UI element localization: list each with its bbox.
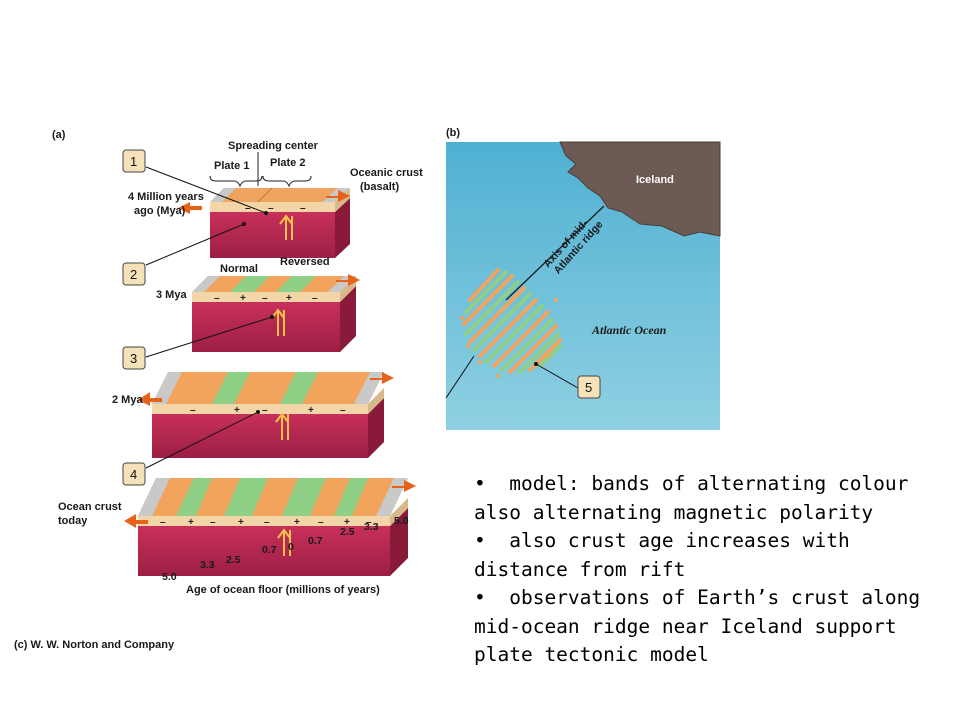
step-badge-5: 5 bbox=[534, 362, 601, 399]
svg-text:–: – bbox=[264, 517, 270, 528]
age-top-5.0: 5.0 bbox=[394, 515, 409, 527]
time-1-sub-label: ago (Mya) bbox=[134, 205, 186, 217]
panel-b: (b) Iceland Axis of mid- Atlantic ridge bbox=[445, 127, 721, 430]
svg-text:–: – bbox=[312, 293, 318, 304]
age-top-3.3: 3.3 bbox=[364, 521, 379, 533]
time-3-label: 2 Mya bbox=[112, 394, 143, 406]
age-bottom-0.7: 0.7 bbox=[262, 544, 277, 556]
age-top-2.5: 2.5 bbox=[340, 526, 355, 538]
bullet-3: • observations of Earth’s crust along mi… bbox=[474, 586, 921, 666]
age-bottom-5.0: 5.0 bbox=[162, 571, 177, 583]
svg-text:+: + bbox=[344, 517, 350, 528]
oceanic-crust-sub-label: (basalt) bbox=[360, 181, 399, 193]
block-4-right-arrow bbox=[392, 480, 416, 492]
svg-text:–: – bbox=[190, 405, 196, 416]
panel-a-label: (a) bbox=[52, 129, 66, 141]
svg-text:–: – bbox=[268, 203, 274, 214]
svg-text:3: 3 bbox=[130, 351, 137, 366]
svg-text:+: + bbox=[188, 517, 194, 528]
age-axis-label: Age of ocean floor (millions of years) bbox=[186, 584, 380, 596]
svg-text:+: + bbox=[286, 293, 292, 304]
block-3: – + – + – bbox=[152, 372, 384, 458]
step-badge-4: 4 bbox=[122, 410, 260, 486]
svg-text:+: + bbox=[294, 517, 300, 528]
svg-text:+: + bbox=[240, 293, 246, 304]
copyright: (c) W. W. Norton and Company bbox=[14, 639, 175, 651]
svg-text:5: 5 bbox=[585, 380, 592, 395]
reversed-label: Reversed bbox=[280, 256, 330, 268]
atlantic-ocean-label: Atlantic Ocean bbox=[591, 323, 667, 337]
time-1-label: 4 Million years bbox=[128, 191, 204, 203]
block-2-right-arrow bbox=[336, 274, 360, 286]
block-1-left-arrow bbox=[178, 202, 202, 214]
bullet-2: • also crust age increases with distance… bbox=[474, 529, 850, 581]
svg-text:4: 4 bbox=[130, 467, 137, 482]
block-3-right-arrow bbox=[370, 372, 394, 384]
stripe-dots bbox=[460, 298, 558, 378]
bullet-1-text: model: bands of alternating colour also … bbox=[474, 472, 909, 524]
block-1: ––– bbox=[210, 187, 350, 258]
svg-text:–: – bbox=[366, 517, 372, 528]
block-4-left-arrow bbox=[124, 514, 148, 528]
bullet-3-text: observations of Earth’s crust along mid-… bbox=[474, 586, 921, 666]
svg-text:+: + bbox=[308, 405, 314, 416]
step-badge-1: 1 bbox=[122, 149, 268, 215]
step-badge-2: 2 bbox=[122, 222, 246, 286]
magnetic-stripes bbox=[462, 268, 562, 374]
today-label: Ocean crust bbox=[58, 501, 122, 513]
today-sub-label: today bbox=[58, 515, 88, 527]
block-4: – + – + – + – + – bbox=[138, 478, 408, 576]
svg-text:+: + bbox=[234, 405, 240, 416]
age-bottom-3.3: 3.3 bbox=[200, 559, 215, 571]
age-bottom-0: 0 bbox=[288, 541, 294, 553]
map-leader bbox=[445, 355, 475, 399]
iceland-landmass bbox=[559, 141, 721, 237]
svg-text:–: – bbox=[318, 517, 324, 528]
svg-text:+: + bbox=[238, 517, 244, 528]
age-bottom-2.5: 2.5 bbox=[226, 554, 241, 566]
normal-label: Normal bbox=[220, 263, 258, 275]
spreading-center-label: Spreading center bbox=[228, 140, 319, 152]
plate1-bracket bbox=[209, 175, 263, 188]
plate2-label: Plate 2 bbox=[270, 157, 305, 169]
bullet-list: • model: bands of alternating colour als… bbox=[474, 470, 954, 670]
svg-text:–: – bbox=[262, 405, 268, 416]
block-1-right-arrow bbox=[326, 190, 350, 202]
svg-text:–: – bbox=[340, 405, 346, 416]
block-2: – + – + – bbox=[192, 276, 356, 352]
step-badge-3: 3 bbox=[122, 315, 274, 370]
iceland-label: Iceland bbox=[636, 174, 674, 186]
svg-text:2: 2 bbox=[130, 267, 137, 282]
bullet-2-text: also crust age increases with distance f… bbox=[474, 529, 850, 581]
svg-text:–: – bbox=[245, 203, 251, 214]
ridge-axis bbox=[505, 205, 605, 301]
svg-text:–: – bbox=[262, 293, 268, 304]
time-2-label: 3 Mya bbox=[156, 289, 187, 301]
svg-text:–: – bbox=[210, 517, 216, 528]
svg-text:–: – bbox=[300, 203, 306, 214]
block-3-left-arrow bbox=[138, 392, 162, 406]
age-top-0.7: 0.7 bbox=[308, 535, 323, 547]
svg-text:–: – bbox=[160, 517, 166, 528]
plate2-bracket bbox=[262, 175, 312, 188]
panel-b-label: (b) bbox=[446, 127, 460, 139]
plate1-label: Plate 1 bbox=[214, 160, 249, 172]
panel-a: (a) Spreading center Plate 1 Plate 2 Oce… bbox=[14, 129, 423, 651]
svg-text:–: – bbox=[214, 293, 220, 304]
oceanic-crust-label: Oceanic crust bbox=[350, 167, 423, 179]
svg-text:1: 1 bbox=[130, 154, 137, 169]
bullet-1: • model: bands of alternating colour als… bbox=[474, 472, 909, 524]
